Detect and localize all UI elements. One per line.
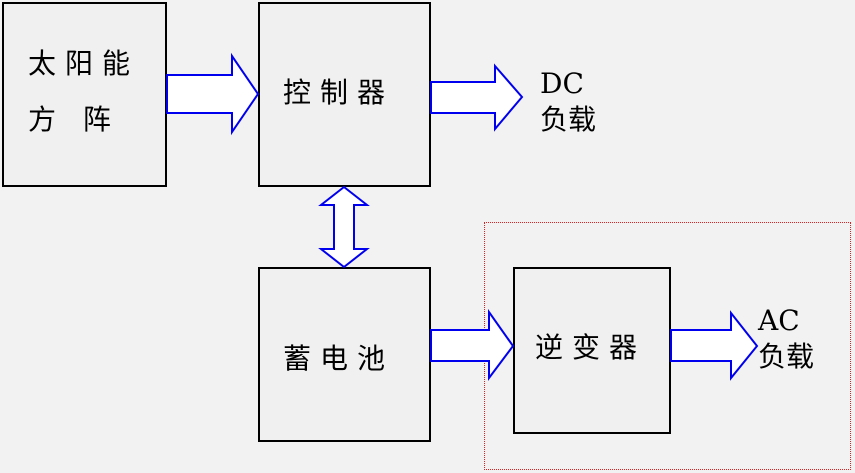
controller-label: 控制器 — [283, 76, 395, 109]
ac-load-label: 负载 — [758, 340, 815, 373]
arrow-solar-to-controller — [166, 52, 260, 136]
controller-box — [258, 2, 431, 187]
arrow-battery-to-inverter — [430, 308, 515, 381]
arrow-controller-to-dc-load — [430, 63, 524, 132]
battery-label: 蓄电池 — [283, 342, 395, 375]
inverter-label: 逆变器 — [535, 331, 647, 364]
dc-output-label: DC — [540, 67, 584, 100]
dc-load-label: 负载 — [540, 103, 597, 136]
solar-array-label-line2: 方 阵 — [28, 103, 120, 136]
solar-array-label-line1: 太阳能 — [28, 47, 140, 80]
solar-array-box — [2, 2, 167, 187]
arrow-inverter-to-ac-load — [670, 310, 759, 381]
battery-box — [258, 267, 431, 442]
ac-output-label: AC — [758, 304, 800, 337]
inverter-box — [513, 267, 671, 434]
arrow-controller-battery-bidirectional — [318, 185, 370, 269]
